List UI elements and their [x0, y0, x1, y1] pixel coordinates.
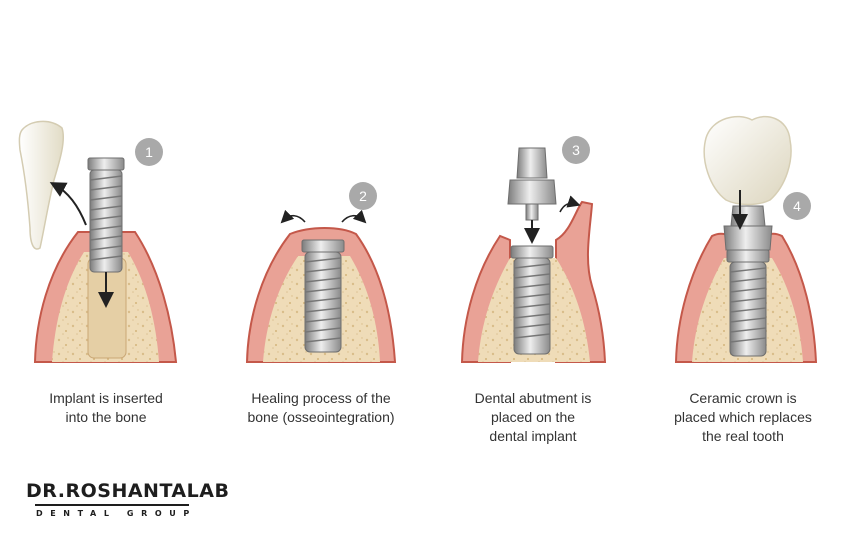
step-number-3: 3: [572, 142, 580, 158]
heal-arrow-left: [280, 209, 306, 224]
caption-line: placed on the: [490, 409, 576, 425]
step-3-caption: Dental abutment is placed on the dental …: [438, 389, 628, 446]
logo-sub-text: DENTAL GROUP: [36, 509, 197, 518]
step-number-2: 2: [359, 188, 367, 204]
implant-4: [726, 249, 770, 357]
step-badge-4: 4: [783, 192, 811, 220]
abutment-3: [507, 147, 557, 221]
step-badge-2: 2: [349, 182, 377, 210]
caption-line: the real tooth: [702, 428, 784, 444]
implant-3: [510, 245, 554, 355]
logo-main-text: DR.ROSHANTALAB: [26, 480, 230, 502]
logo-divider: [35, 504, 189, 506]
ceramic-crown: [703, 115, 792, 206]
caption-line: dental implant: [489, 428, 577, 444]
caption-line: Healing process of the: [251, 390, 391, 406]
step-badge-1: 1: [135, 138, 163, 166]
step-number-1: 1: [145, 144, 153, 160]
step-2-caption: Healing process of the bone (osseointegr…: [226, 389, 416, 427]
caption-line: Dental abutment is: [474, 390, 592, 406]
gum-flap-arrow-3: [559, 195, 581, 213]
heal-arrow-right: [341, 209, 367, 224]
caption-line: into the bone: [65, 409, 147, 425]
caption-line: placed which replaces: [674, 409, 812, 425]
step-3-illustration: [460, 147, 607, 363]
step-number-4: 4: [793, 198, 801, 214]
implant-2: [301, 239, 345, 353]
extract-arrow-1: [49, 182, 87, 226]
caption-line: Implant is inserted: [49, 390, 163, 406]
caption-line: bone (osseointegration): [247, 409, 395, 425]
step-1-illustration: [18, 120, 178, 363]
step-badge-3: 3: [562, 136, 590, 164]
step-2-illustration: [245, 209, 397, 363]
caption-line: Ceramic crown is: [689, 390, 797, 406]
step-4-caption: Ceramic crown is placed which replaces t…: [648, 389, 838, 446]
step-1-caption: Implant is inserted into the bone: [11, 389, 201, 427]
step-4-illustration: [674, 115, 818, 363]
brand-logo: DR.ROSHANTALAB DENTAL GROUP: [26, 480, 229, 518]
abutment-4: [723, 205, 773, 251]
implant-1: [87, 157, 125, 273]
extracted-tooth: [18, 120, 65, 250]
